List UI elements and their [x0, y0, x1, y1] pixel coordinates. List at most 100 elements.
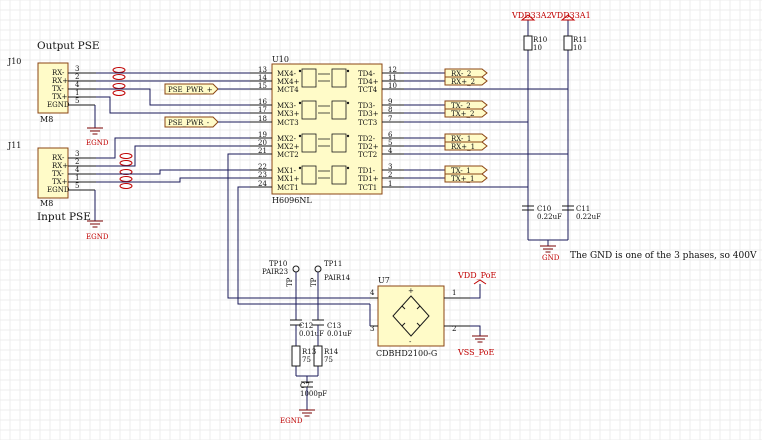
- j10-pin-label: TX-: [52, 85, 64, 93]
- coil-link: [318, 138, 330, 147]
- net-port[interactable]: [444, 133, 488, 143]
- mct-wires: [227, 153, 370, 320]
- net-port[interactable]: [444, 100, 488, 110]
- u10-right-pin-number: 11: [388, 74, 397, 82]
- coil-dot: [346, 69, 350, 73]
- u7-pin-number: 3: [370, 325, 374, 333]
- c10-value: 0.22uF: [537, 213, 562, 221]
- coil-icon: [301, 165, 317, 185]
- coil-icon: [301, 100, 317, 120]
- u10-left-pin-number: 16: [258, 98, 267, 106]
- u10-left-pin-label: MX3+: [277, 110, 300, 118]
- testpoint-tp11[interactable]: TP11 PAIR14 TP: [310, 260, 351, 290]
- coil-icon: [331, 100, 347, 120]
- u10-right-pin-label: TD4+: [358, 78, 379, 86]
- j10-pin-number: 2: [75, 73, 79, 81]
- u7-pin-number: 2: [452, 325, 456, 333]
- u10-right-pin-number: 7: [388, 115, 392, 123]
- coil-icon: [331, 133, 347, 153]
- signal-wires-output: [96, 72, 250, 114]
- u10-right-pin-number: 3: [388, 163, 392, 171]
- vdd-poe-label: VDD_PoE: [457, 271, 496, 280]
- net-port[interactable]: [444, 76, 488, 86]
- net-port[interactable]: [444, 141, 488, 151]
- c11-ref: C11: [576, 205, 590, 213]
- input-pse-title: Input PSE: [37, 211, 91, 223]
- pse-pwr-plus-label: PSE_PWR_+: [168, 86, 213, 94]
- j11-body: [37, 147, 69, 199]
- connector-j10[interactable]: J10 M8 RX- RX+ TX- TX+ EGND 3 2 4 1 5: [7, 57, 96, 124]
- u10-left-pin-number: 23: [258, 171, 267, 179]
- u10-right-pin-number: 1: [388, 180, 392, 188]
- u10-right-pin-label: TCT2: [358, 151, 377, 159]
- r10-ref: R10: [533, 36, 547, 44]
- u10-left-pin-number: 22: [258, 163, 267, 171]
- connector-j11[interactable]: J11 M8 RX- RX+ TX- TX+ EGND 3 2 4 1 5: [7, 141, 96, 208]
- u10-left-pin-label: MX4-: [277, 70, 297, 78]
- c10-ref: C10: [537, 205, 551, 213]
- r13-ref: R13: [302, 348, 316, 356]
- tp11-net: PAIR14: [324, 274, 351, 282]
- vdd-rails: VDD33A2 VDD33A1 R10 10 R11 10 C10 0.22uF…: [511, 11, 601, 262]
- u10-right-pin-label: TD2+: [358, 143, 379, 151]
- j11-pin-number: 2: [75, 158, 79, 166]
- u10-right-pin-number: 12: [388, 66, 397, 74]
- net-port-label: RX-_2: [451, 70, 471, 78]
- u10-right-pin-number: 5: [388, 139, 392, 147]
- bridge-rectifier-u7[interactable]: U7 CDBHD2100-G + - 4 1 3 2: [370, 276, 470, 358]
- u10-right-pin-number: 10: [388, 82, 397, 90]
- coil-dot: [298, 134, 302, 138]
- gnd-note: The GND is one of the 3 phases, so 400V: [570, 251, 757, 261]
- j10-pin-label: EGND: [47, 101, 70, 109]
- egnd-symbol-j10: EGND: [86, 105, 109, 147]
- output-pse-title: Output PSE: [37, 40, 100, 52]
- j11-pin-number: 3: [75, 150, 79, 158]
- coil-link: [318, 170, 330, 179]
- r11-value: 10: [573, 44, 582, 52]
- r13-value: 75: [302, 356, 311, 364]
- u10-left-pin-number: 19: [258, 131, 267, 139]
- u7-pin-number: 4: [370, 289, 375, 297]
- u10-part: H6096NL: [272, 196, 312, 205]
- u10-ref: U10: [272, 55, 289, 64]
- ferrite-beads: [112, 67, 133, 189]
- j11-ref: J11: [7, 141, 21, 150]
- coil-dot: [298, 166, 302, 170]
- c13-ref: C13: [327, 322, 341, 330]
- r14-ref: R14: [324, 348, 339, 356]
- net-port[interactable]: [444, 165, 488, 175]
- u10-left-pin-number: 18: [258, 115, 267, 123]
- c7-ref: C7: [300, 382, 310, 390]
- net-port-label: RX+_1: [451, 143, 475, 151]
- u7-pin-number: 1: [452, 289, 456, 297]
- u10-left-pin-number: 21: [258, 147, 267, 155]
- pse-pwr-plus-port[interactable]: PSE_PWR_+: [164, 83, 250, 95]
- coil-dot: [346, 101, 350, 105]
- u10-right-pin-label: TD1+: [358, 175, 379, 183]
- net-port-label: RX+_2: [451, 78, 475, 86]
- testpoint-tp10[interactable]: TP10 PAIR23 TP: [262, 260, 300, 290]
- u10-left-pin-number: 17: [258, 106, 267, 114]
- bridge-minus-mark: -: [409, 338, 412, 346]
- poe-rails: VDD_PoE VSS_PoE: [457, 271, 496, 357]
- r10-value: 10: [533, 44, 542, 52]
- j11-pin-label: EGND: [47, 186, 70, 194]
- net-port-label: TX+_2: [451, 110, 474, 118]
- u10-left-pin-label: MX4+: [277, 78, 300, 86]
- u10-right-pin-number: 6: [388, 131, 393, 139]
- u10-right-pin-number: 2: [388, 171, 392, 179]
- coil-icon: [331, 165, 347, 185]
- vdd33a1-label: VDD33A1: [550, 11, 591, 20]
- u10-right-pin-number: 8: [388, 106, 392, 114]
- j10-type: M8: [40, 115, 53, 124]
- c12-ref: C12: [299, 322, 313, 330]
- vdd33a2-label: VDD33A2: [511, 11, 552, 20]
- net-port[interactable]: [444, 68, 488, 78]
- net-port[interactable]: [444, 173, 488, 183]
- pse-pwr-minus-port[interactable]: PSE_PWR_-: [164, 116, 250, 128]
- coil-icon: [301, 133, 317, 153]
- r14-value: 75: [324, 356, 333, 364]
- u10-left-pin-label: MCT4: [277, 86, 299, 94]
- net-port[interactable]: [444, 108, 488, 118]
